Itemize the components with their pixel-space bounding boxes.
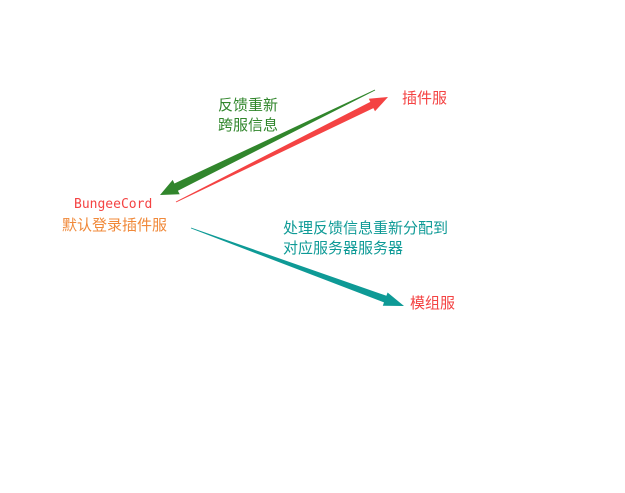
arrow-plugin-to-bungeecord	[160, 89, 376, 195]
feedback-label-line1: 反馈重新	[218, 96, 279, 114]
bungeecord-node: BungeeCord	[74, 197, 153, 212]
bungeecord-subtitle: 默认登录插件服	[62, 216, 168, 234]
plugin-server-node: 插件服	[402, 89, 448, 107]
redistribute-label-line1: 处理反馈信息重新分配到	[283, 219, 449, 237]
arrow-bungeecord-to-mod	[190, 227, 404, 306]
arrow-bungeecord-to-plugin	[175, 97, 388, 203]
feedback-label-line2: 跨服信息	[218, 116, 279, 134]
redistribute-label-line2: 对应服务器服务器	[283, 239, 404, 257]
mod-server-node: 模组服	[410, 294, 456, 312]
